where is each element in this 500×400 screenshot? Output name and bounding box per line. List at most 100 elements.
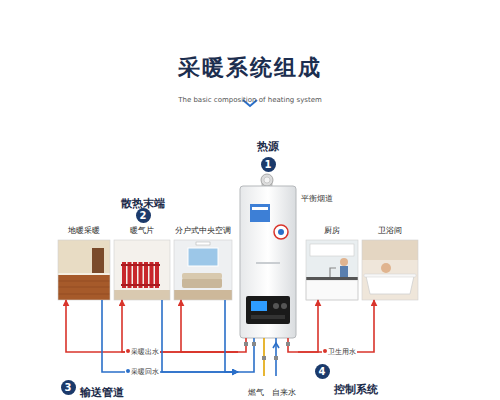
drawing-part bbox=[274, 356, 278, 360]
drawing-part bbox=[366, 276, 414, 294]
pipe-label: 采暖回水 bbox=[131, 367, 159, 377]
drawing-part bbox=[246, 296, 290, 324]
hot-water-point: 厨房 bbox=[306, 224, 358, 300]
drawing-part bbox=[92, 248, 104, 275]
section-heading-wrap: 输送管道 bbox=[80, 381, 124, 400]
supply-pipe bbox=[122, 300, 238, 352]
supply-pipe bbox=[298, 300, 318, 352]
kitchen-photo bbox=[306, 240, 358, 300]
drawing-part bbox=[306, 280, 358, 300]
callout-number-wrap: 4 bbox=[315, 364, 330, 379]
part-label: 平衡烟道 bbox=[301, 194, 333, 204]
hot-water-point: 卫浴间 bbox=[362, 224, 418, 300]
drawing-part bbox=[114, 240, 170, 300]
callout-number: 3 bbox=[61, 380, 76, 395]
node-label: 地暖采暖 bbox=[68, 224, 100, 236]
section-heading: 输送管道 bbox=[80, 386, 124, 399]
boiler-pipes bbox=[238, 338, 298, 376]
drawing-part bbox=[264, 177, 270, 183]
node-label: 热源 bbox=[257, 140, 279, 153]
drawing-part bbox=[381, 263, 391, 273]
pipe-label: 自来水 bbox=[272, 388, 296, 398]
node-label: 暖气片 bbox=[130, 224, 154, 236]
return-pipe bbox=[225, 300, 238, 372]
drawing-part bbox=[281, 303, 287, 309]
drawing-part bbox=[174, 240, 232, 300]
drawing-part bbox=[114, 290, 170, 300]
supply-pipe bbox=[66, 300, 238, 352]
callout-number: 2 bbox=[136, 208, 151, 223]
drawing-part bbox=[262, 356, 266, 360]
drawing-part bbox=[182, 273, 222, 279]
drawing-part bbox=[274, 225, 288, 239]
drawing-part bbox=[362, 240, 418, 300]
drawing-part bbox=[310, 244, 354, 256]
drawing-part bbox=[58, 240, 110, 300]
return-pipe bbox=[162, 300, 238, 372]
drawing-part bbox=[362, 240, 418, 300]
drawing-part bbox=[273, 303, 279, 309]
drawing-part bbox=[261, 174, 273, 186]
pipe-label-wrap: 采暖出水 bbox=[125, 347, 160, 357]
subtitle: The basic composition of heating system bbox=[178, 96, 322, 105]
callout-number-wrap: 2 bbox=[136, 208, 151, 223]
node-label: 分户式中央空调 bbox=[175, 224, 231, 236]
callout-number: 1 bbox=[261, 157, 276, 172]
drawing-part bbox=[182, 278, 222, 288]
drawing-part bbox=[58, 275, 110, 300]
drawing-part bbox=[251, 301, 267, 311]
drawing-part bbox=[174, 240, 232, 300]
pipe-label: 燃气 bbox=[248, 388, 264, 398]
drawing-part bbox=[306, 240, 358, 300]
drawing-part bbox=[306, 277, 358, 280]
pipe-dot bbox=[323, 349, 327, 353]
drawing-part bbox=[278, 229, 284, 235]
pipe-label-wrap: 燃气 bbox=[156, 380, 356, 399]
node-label: 卫浴间 bbox=[378, 224, 402, 236]
diagram-title: 采暖系统组成 bbox=[178, 55, 322, 81]
drawing-part bbox=[121, 264, 160, 266]
callout-number-wrap: 3 bbox=[61, 380, 76, 395]
section-heading: 控制系统 bbox=[334, 383, 378, 396]
bathroom-photo bbox=[362, 240, 418, 300]
drawing-part bbox=[251, 315, 285, 319]
radiator-photo bbox=[114, 240, 170, 300]
title-wrap: 采暖系统组成 bbox=[0, 55, 500, 81]
pipe-dot bbox=[126, 349, 130, 353]
section-heading-wrap: 控制系统 bbox=[334, 378, 378, 397]
drawing-part bbox=[362, 240, 418, 260]
drawing-part bbox=[256, 262, 280, 264]
drawing-part bbox=[252, 207, 268, 210]
drawing-part bbox=[250, 204, 270, 222]
drawing-part bbox=[58, 281, 110, 294]
drawing-part bbox=[330, 268, 336, 277]
callout-number-wrap: 1 bbox=[261, 157, 276, 172]
subtitle-wrap: The basic composition of heating system bbox=[150, 87, 350, 106]
drawing-part bbox=[340, 266, 348, 277]
drawing-part bbox=[240, 186, 296, 338]
drawing-part bbox=[340, 258, 348, 266]
callout-number: 4 bbox=[315, 364, 330, 379]
drawing-part bbox=[58, 240, 110, 300]
pipe-label-wrap: 卫生用水 bbox=[322, 347, 357, 357]
pipe-label-wrap: 采暖回水 bbox=[125, 367, 160, 377]
pipe-dot bbox=[126, 369, 130, 373]
drawing-part bbox=[58, 273, 110, 275]
pipe-label: 卫生用水 bbox=[328, 347, 356, 357]
heating-terminal: 地暖采暖 bbox=[58, 224, 110, 300]
drawing-part bbox=[252, 342, 256, 346]
drawing-part bbox=[364, 274, 416, 277]
drawing-part bbox=[196, 242, 210, 245]
drawing-part bbox=[174, 290, 232, 300]
drawing-part bbox=[188, 248, 218, 266]
part-label-wrap: 平衡烟道 bbox=[301, 186, 333, 205]
pipe-label: 采暖出水 bbox=[131, 347, 159, 357]
return-pipe bbox=[102, 300, 238, 372]
drawing-part bbox=[114, 240, 170, 300]
drawing-part bbox=[273, 343, 279, 348]
heat-source-boiler: 热源 bbox=[238, 140, 298, 380]
supply-pipe bbox=[298, 300, 374, 352]
central-ac-photo bbox=[174, 240, 232, 300]
drawing-part bbox=[306, 240, 358, 300]
